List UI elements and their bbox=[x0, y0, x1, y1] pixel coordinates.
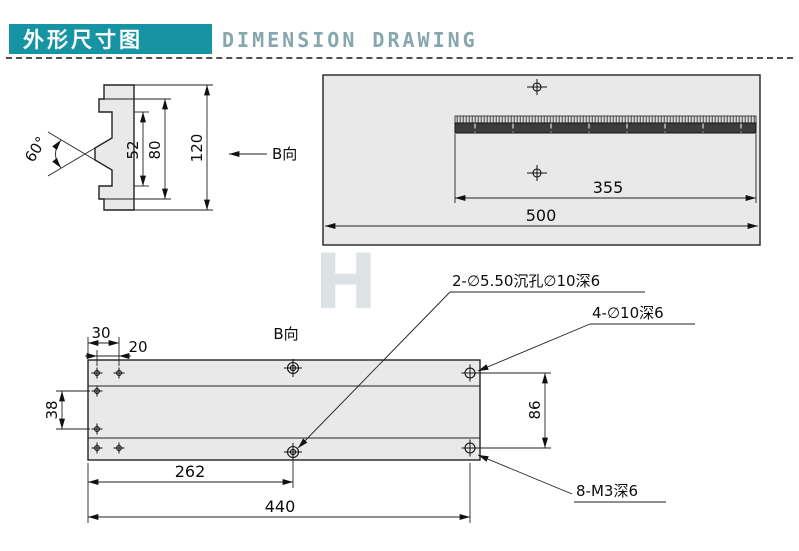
dimension-500: 500 bbox=[325, 206, 758, 229]
view-b-arrow: B向 bbox=[229, 145, 297, 163]
hole-m3-1 bbox=[91, 367, 103, 379]
dim-500-label: 500 bbox=[526, 206, 557, 225]
hole-m3-2 bbox=[113, 367, 125, 379]
center-mark-lower bbox=[527, 165, 547, 181]
hole-m3-3 bbox=[91, 385, 103, 397]
hole-counterbore-bottom bbox=[284, 443, 302, 461]
note-dowel-text: 4-∅10深6 bbox=[592, 304, 664, 322]
hole-m3-4 bbox=[91, 423, 103, 435]
view-b-arrow-label: B向 bbox=[272, 145, 297, 163]
dimension-86: 86 bbox=[477, 372, 551, 449]
hole-dowel-top bbox=[461, 364, 479, 382]
hole-m3-6 bbox=[113, 442, 125, 454]
stage-body-outline bbox=[322, 74, 761, 246]
dimension-355: 355 bbox=[454, 134, 757, 203]
b-view-title: B向 bbox=[273, 325, 298, 343]
dim-86-label: 86 bbox=[526, 400, 544, 419]
top-plan-view: 355 500 bbox=[322, 74, 761, 246]
dimension-52: 52 bbox=[124, 111, 149, 187]
dim-120-label: 120 bbox=[188, 134, 206, 163]
dimension-80: 80 bbox=[134, 98, 171, 200]
hole-counterbore-top bbox=[284, 359, 302, 377]
dim-355-label: 355 bbox=[593, 178, 624, 197]
note-counterbore-text: 2-∅5.50沉孔∅10深6 bbox=[452, 272, 600, 290]
bottom-b-view: B向 bbox=[43, 272, 695, 523]
dim-80-label: 80 bbox=[146, 140, 164, 159]
note-dowel-callout: 4-∅10深6 bbox=[477, 304, 695, 372]
dimension-60deg: 60° bbox=[21, 131, 96, 177]
hole-dowel-bottom bbox=[461, 439, 479, 457]
dim-52-label: 52 bbox=[124, 140, 142, 159]
linear-scale-strip bbox=[454, 115, 757, 134]
page-title-en: DIMENSION DRAWING bbox=[222, 28, 478, 52]
dim-60deg-label: 60° bbox=[21, 133, 50, 165]
dim-30-label: 30 bbox=[91, 324, 110, 342]
note-thread-callout: 8-M3深6 bbox=[477, 454, 666, 503]
note-thread-text: 8-M3深6 bbox=[576, 482, 638, 500]
center-mark-upper bbox=[527, 79, 547, 95]
title-banner: 外形尺寸图 bbox=[9, 24, 212, 54]
dim-38-label: 38 bbox=[43, 400, 61, 419]
dim-262-label: 262 bbox=[175, 462, 206, 481]
dim-20-label: 20 bbox=[128, 338, 147, 356]
dimension-262: 262 bbox=[87, 459, 294, 488]
side-section-view: 60° 52 80 120 B向 bbox=[21, 84, 297, 211]
dimension-440: 440 bbox=[87, 463, 471, 523]
page-title-cn: 外形尺寸图 bbox=[23, 28, 143, 52]
section-profile bbox=[94, 84, 135, 211]
dimension-120: 120 bbox=[134, 84, 213, 211]
watermark: H bbox=[314, 237, 378, 326]
dim-440-label: 440 bbox=[265, 497, 296, 516]
note-counterbore-callout: 2-∅5.50沉孔∅10深6 bbox=[297, 272, 645, 449]
dashed-divider bbox=[6, 57, 793, 59]
dimension-38: 38 bbox=[43, 390, 90, 430]
dimension-20: 20 bbox=[85, 338, 148, 366]
hole-m3-5 bbox=[91, 442, 103, 454]
dimension-30: 30 bbox=[87, 324, 120, 366]
base-plate-outline bbox=[87, 359, 481, 461]
